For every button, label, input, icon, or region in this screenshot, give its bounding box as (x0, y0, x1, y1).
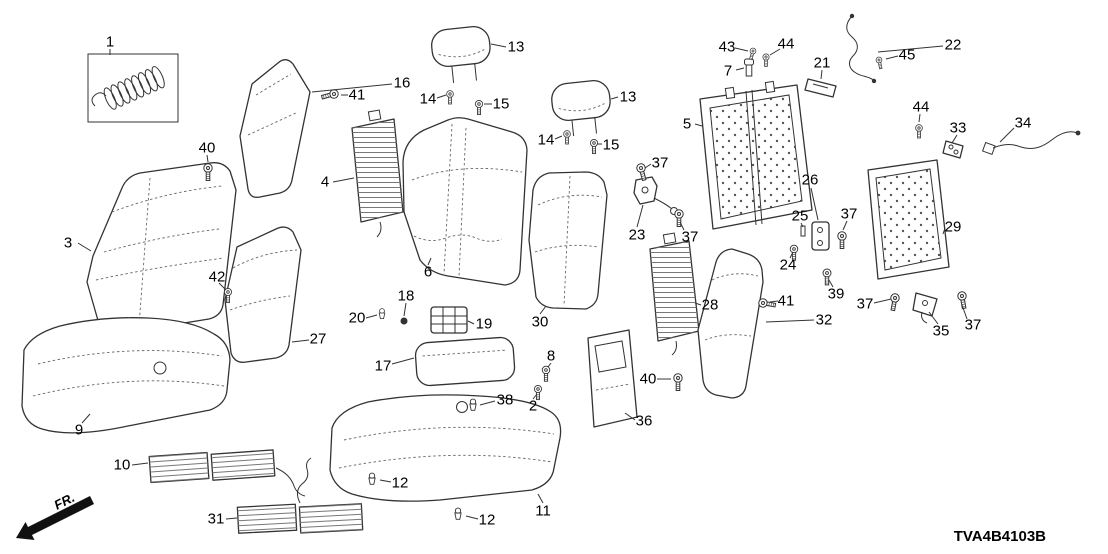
center-panel (587, 329, 638, 428)
seat-cushion-right (329, 394, 562, 502)
bolt-icon (762, 53, 770, 67)
grommet-icon (400, 317, 408, 325)
seat-cushion-left (21, 317, 231, 434)
headrest-left (431, 26, 491, 84)
clip-icon (378, 308, 386, 320)
fr-direction-arrow: FR. (16, 490, 94, 540)
bolt-icon (789, 244, 799, 261)
armrest (414, 336, 516, 387)
seatback-heater-center (351, 109, 404, 238)
bolt-icon (822, 268, 832, 286)
seatback-frame-center (699, 80, 813, 230)
headrest-right (551, 80, 611, 137)
webbing-strap (804, 78, 837, 98)
headrest-guide-icon (744, 58, 754, 77)
bolt-icon (875, 56, 885, 70)
heater-wire-icon (275, 467, 306, 497)
seatback-frame-side (867, 159, 950, 280)
bolt-icon (534, 385, 542, 401)
bolt-icon (674, 209, 684, 227)
seatback-trim-center (402, 117, 528, 286)
cushion-heater-left (148, 449, 276, 484)
bolt-icon (673, 373, 683, 391)
seatback-trim-left (86, 162, 237, 335)
bolt-icon (446, 90, 454, 105)
release-cable-left (846, 13, 877, 84)
clip-icon (454, 507, 462, 520)
hook-icon (91, 92, 107, 107)
spring-kit-box (87, 53, 179, 123)
seatback-pad-small (239, 59, 311, 198)
hinge-bracket-upper (942, 140, 964, 159)
bolt-icon (563, 130, 571, 145)
clip-icon (469, 398, 477, 411)
bolt-icon (757, 297, 777, 310)
diagram-code: TVA4B4103B (954, 528, 1046, 545)
cushion-heater-right (236, 503, 364, 534)
bolt-icon (747, 47, 757, 61)
seat-latch (633, 176, 678, 215)
bolt-icon (915, 124, 923, 139)
heater-wire-icon (296, 457, 312, 504)
cupholder-latch (430, 306, 468, 334)
side-bolster-trim (697, 248, 764, 399)
release-cable-right (981, 130, 1081, 156)
bolt-icon (541, 365, 551, 382)
seatback-trim-right (528, 171, 608, 310)
seatback-heater-side (649, 232, 700, 356)
bolt-icon (888, 292, 901, 312)
bolt-icon (837, 231, 847, 249)
armrest-opening-trim (224, 226, 302, 363)
clip-icon (368, 472, 376, 485)
bolt-icon (475, 100, 483, 116)
leader-lines (77, 43, 1015, 520)
bolt-icon (590, 139, 598, 155)
striker-assembly (800, 221, 830, 251)
